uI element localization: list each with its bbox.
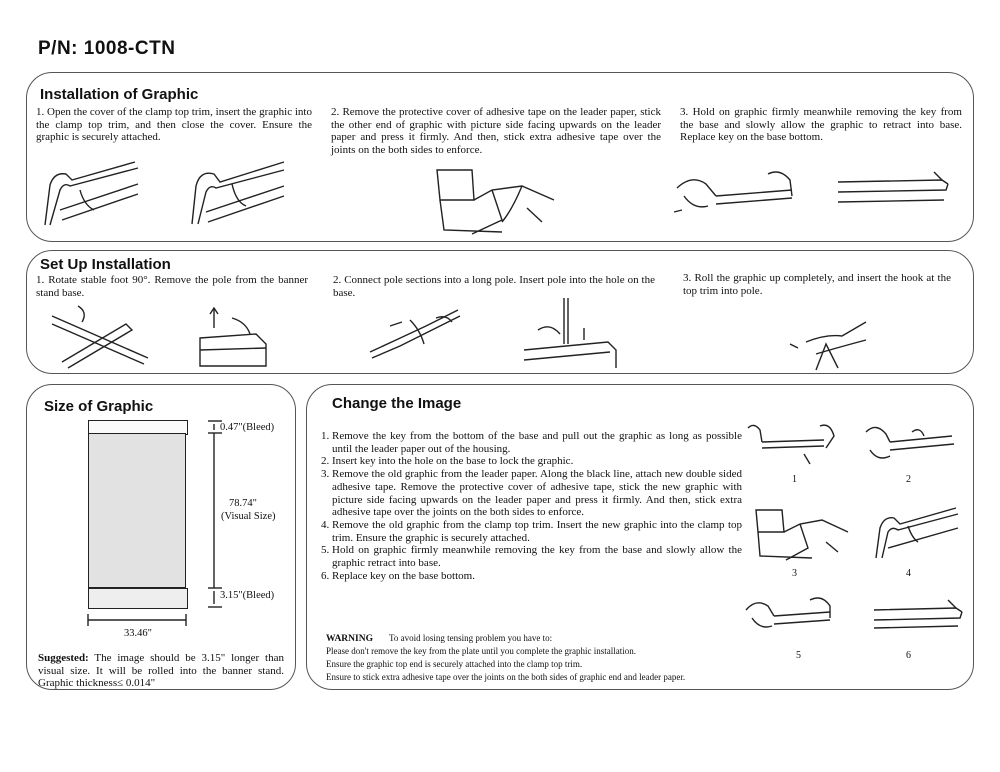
change-figure-6 [873,599,963,629]
graphic-bottom-bleed-area [88,588,188,609]
installation-step-2: 2. Remove the protective cover of adhesi… [331,106,661,156]
change-steps: Remove the key from the bottom of the ba… [318,430,742,582]
change-step-1: Remove the key from the bottom of the ba… [332,430,742,455]
warning-heading: WARNING To avoid losing tensing problem y… [326,632,746,646]
graphic-visual-area [88,433,186,588]
installation-step-3: 3. Hold on graphic firmly meanwhile remo… [680,106,962,143]
change-figure-number-1: 1 [792,474,797,485]
setup-step-2: 2. Connect pole sections into a long pol… [333,274,655,299]
setup-step-1: 1. Rotate stable foot 90°. Remove the po… [36,274,308,299]
setup-title: Set Up Installation [40,256,171,273]
change-figure-5 [745,597,831,628]
installation-title: Installation of Graphic [40,86,199,103]
change-figure-number-4: 4 [906,568,911,579]
hold-graphic-remove-key-illustration [673,171,793,213]
change-figure-number-6: 6 [906,650,911,661]
change-figure-3 [755,509,849,561]
change-figure-number-2: 2 [906,474,911,485]
warning-line-2: Ensure the graphic top end is securely a… [326,659,583,669]
clamp-trim-illustration-a [44,161,139,226]
clamp-trim-illustration-b [191,161,285,225]
remove-pole-illustration [199,306,267,367]
leader-paper-tape-illustration [436,169,555,235]
warning-intro: To avoid losing tensing problem you have… [388,633,553,643]
rotate-foot-illustration [51,305,149,369]
size-title: Size of Graphic [44,398,154,415]
suggested-text: The image should be 3.15" longer than vi… [38,652,284,689]
connect-pole-sections-illustration [369,309,461,359]
setup-step-3: 3. Roll the graphic up completely, and i… [683,272,951,297]
change-step-6: Replace key on the base bottom. [332,570,742,583]
part-number: P/N: 1008-CTN [38,38,176,59]
change-figure-number-3: 3 [792,568,797,579]
warning-line-1: Please don't remove the key from the pla… [326,646,637,656]
visual-size-value: 78.74" [229,498,257,509]
insert-hook-illustration [789,321,867,371]
insert-pole-base-illustration [523,298,617,368]
size-dimension-lines [87,420,222,626]
change-figure-4 [875,507,959,559]
change-figure-2 [865,426,955,459]
change-step-2: Insert key into the hole on the base to … [332,455,742,468]
visual-size-label: (Visual Size) [221,511,276,522]
change-step-5: Hold on graphic firmly meanwhile removin… [332,544,742,569]
change-title: Change the Image [332,395,462,412]
graphic-retracted-base-illustration [837,171,949,203]
suggested-label: Suggested: [38,652,89,664]
change-step-4: Remove the old graphic from the clamp to… [332,519,742,544]
top-bleed-label: 0.47"(Bleed) [220,422,275,433]
bottom-bleed-label: 3.15"(Bleed) [220,590,275,601]
warning-line-3: Ensure to stick extra adhesive tape over… [326,672,686,682]
change-step-3: Remove the old graphic from the leader p… [332,468,742,519]
change-figure-1 [747,424,835,465]
size-suggestion: Suggested: The image should be 3.15" lon… [38,652,284,690]
warning-label: WARNING [326,634,373,644]
change-figure-number-5: 5 [796,650,801,661]
change-panel [306,384,974,690]
width-label: 33.46" [124,628,152,639]
installation-step-1: 1. Open the cover of the clamp top trim,… [36,106,312,143]
